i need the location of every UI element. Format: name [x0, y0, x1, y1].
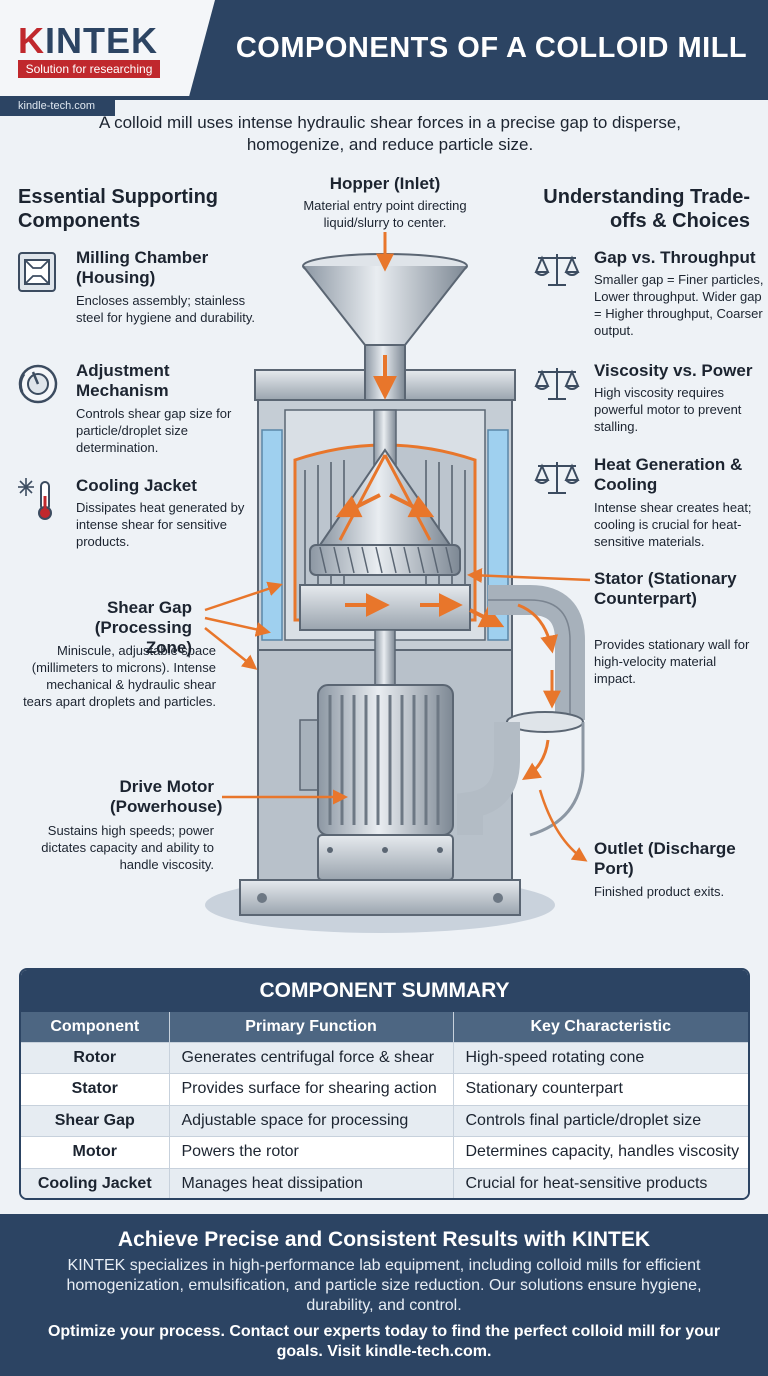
outlet-pipe: [457, 585, 585, 837]
page-title: COMPONENTS OF A COLLOID MILL: [235, 32, 748, 64]
table-row: Motor Powers the rotor Determines capaci…: [21, 1136, 748, 1168]
outlet-flow-arrows: [517, 603, 561, 780]
table-cell: Determines capacity, handles viscosity: [453, 1136, 748, 1168]
intro-text: A colloid mill uses intense hydraulic sh…: [98, 113, 682, 154]
table-row: Rotor Generates centrifugal force & shea…: [21, 1041, 748, 1074]
viscosity-vs-power-desc: High viscosity requires powerful motor t…: [594, 385, 742, 434]
table-cell: Powers the rotor: [169, 1136, 454, 1168]
website-badge[interactable]: kindle-tech.com: [0, 96, 115, 116]
header-primary-function: Primary Function: [169, 1012, 454, 1042]
viscosity-vs-power-title: Viscosity vs. Power: [594, 361, 753, 380]
table-cell: Motor: [21, 1136, 170, 1168]
logo-tagline: Solution for researching: [18, 60, 160, 78]
gap-vs-throughput-desc: Smaller gap = Finer particles, Lower thr…: [594, 272, 764, 338]
shear-gap-desc: Miniscule, adjustable space (millimeters…: [23, 643, 216, 709]
table-cell: Adjustable space for processing: [169, 1104, 454, 1137]
outlet-title: Outlet (Discharge Port): [594, 839, 736, 878]
table-cell: Stationary counterpart: [453, 1073, 748, 1105]
hopper-title: Hopper (Inlet): [329, 174, 441, 193]
shear-gap-title: Shear Gap (Processing Zone): [94, 598, 192, 657]
table-cell: Cooling Jacket: [21, 1167, 170, 1198]
summary-table: Component Primary Function Key Character…: [21, 1012, 748, 1198]
table-row: Cooling Jacket Manages heat dissipation …: [21, 1167, 748, 1198]
table-cell: High-speed rotating cone: [453, 1041, 748, 1074]
table-cell: Manages heat dissipation: [169, 1167, 454, 1198]
colloid-mill-diagram: [204, 232, 591, 933]
table-cell: Generates centrifugal force & shear: [169, 1041, 454, 1074]
table-cell: Crucial for heat-sensitive products: [453, 1167, 748, 1198]
footer-title: Achieve Precise and Consistent Results w…: [117, 1228, 651, 1251]
scale-icon: [534, 368, 580, 400]
callout-lines: [204, 568, 591, 862]
gap-vs-throughput-title: Gap vs. Throughput: [594, 248, 756, 267]
footer-banner: Achieve Precise and Consistent Results w…: [0, 1214, 768, 1376]
kintek-logo[interactable]: KINTEK: [18, 20, 158, 61]
housing-icon: [18, 252, 56, 292]
scale-icon: [534, 462, 580, 494]
heat-generation-desc: Intense shear creates heat; cooling is c…: [594, 500, 752, 549]
drive-shaft: [374, 629, 396, 686]
table-cell: Rotor: [21, 1041, 170, 1074]
table-cell: Stator: [21, 1073, 170, 1105]
logo-panel: KINTEK Solution for researching: [0, 0, 215, 96]
dial-icon: [18, 364, 58, 404]
heat-generation-title: Heat Generation & Cooling: [594, 455, 743, 494]
table-cell: Provides surface for shearing action: [169, 1073, 454, 1105]
header-component: Component: [21, 1012, 170, 1042]
table-row: Stator Provides surface for shearing act…: [21, 1073, 748, 1105]
cooling-jacket-desc: Dissipates heat generated by intense she…: [76, 500, 245, 549]
cooling-jacket-title: Cooling Jacket: [76, 476, 197, 495]
milling-chamber-title: Milling Chamber (Housing): [76, 248, 209, 287]
adjustment-mechanism-desc: Controls shear gap size for particle/dro…: [76, 406, 232, 455]
header-banner: KINTEK Solution for researching COMPONEN…: [0, 0, 768, 100]
table-cell: Shear Gap: [21, 1104, 170, 1137]
drive-motor-title: Drive Motor (Powerhouse): [110, 777, 223, 816]
summary-title: COMPONENT SUMMARY: [21, 970, 748, 1012]
milling-chamber-desc: Encloses assembly; stainless steel for h…: [76, 293, 255, 325]
table-cell: Controls final particle/droplet size: [453, 1104, 748, 1137]
scale-icon: [534, 254, 580, 286]
header-key-characteristic: Key Characteristic: [453, 1012, 748, 1042]
drive-motor-desc: Sustains high speeds; power dictates cap…: [41, 823, 214, 872]
footer-body: KINTEK specializes in high-performance l…: [66, 1257, 702, 1314]
component-summary-panel: COMPONENT SUMMARY Component Primary Func…: [19, 968, 750, 1200]
base-plate: [239, 879, 521, 916]
footer-cta[interactable]: Optimize your process. Contact our exper…: [47, 1323, 721, 1360]
outlet-desc: Finished product exits.: [594, 884, 725, 899]
stator-title: Stator (Stationary Counterpart): [594, 569, 737, 608]
stator-desc: Provides stationary wall for high-veloci…: [594, 637, 750, 686]
supporting-components-heading: Essential Supporting Components: [18, 186, 219, 232]
flow-arrows: [335, 493, 505, 628]
thermometer-snowflake-icon: [18, 478, 52, 520]
hopper-desc: Material entry point directing liquid/sl…: [303, 198, 467, 230]
tradeoffs-heading: Understanding Trade-offs & Choices: [543, 186, 750, 232]
drive-motor: [299, 684, 454, 881]
table-header-row: Component Primary Function Key Character…: [21, 1012, 748, 1042]
adjustment-mechanism-title: Adjustment Mechanism: [76, 361, 170, 400]
table-row: Shear Gap Adjustable space for processin…: [21, 1104, 748, 1137]
